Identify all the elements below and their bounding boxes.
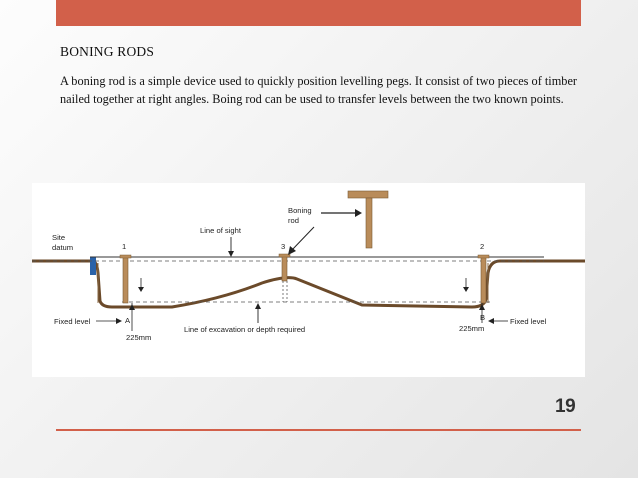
label-peg-3: 3 — [281, 242, 285, 251]
label-fixed-level-right: Fixed level — [510, 317, 547, 326]
peg-1 — [122, 256, 129, 304]
label-point-b: B — [480, 313, 485, 322]
label-boning-rod-2: rod — [288, 216, 299, 225]
boning-rod-icon — [347, 190, 389, 249]
label-peg-1: 1 — [122, 242, 126, 251]
label-line-of-excavation: Line of excavation or depth required — [184, 325, 305, 334]
label-depth-right: 225mm — [459, 324, 484, 333]
boning-rod-diagram: Boning rod Line of sight Site datum 1 3 … — [32, 183, 585, 377]
label-site-datum-2: datum — [52, 243, 73, 252]
peg-2 — [480, 256, 487, 304]
ground-profile — [32, 259, 585, 309]
site-datum-marker — [90, 257, 96, 275]
label-site-datum-1: Site — [52, 233, 65, 242]
label-line-of-sight: Line of sight — [200, 226, 242, 235]
peg-3 — [281, 254, 288, 282]
bottom-accent-rule — [56, 429, 581, 431]
top-accent-bar — [56, 0, 581, 26]
label-fixed-level-left: Fixed level — [54, 317, 91, 326]
page-number: 19 — [555, 396, 576, 417]
label-point-a: A — [125, 316, 131, 325]
slide-paragraph: A boning rod is a simple device used to … — [60, 74, 577, 106]
slide-heading: BONING RODS — [60, 44, 155, 59]
label-depth-left: 225mm — [126, 333, 151, 342]
label-peg-2: 2 — [480, 242, 484, 251]
label-boning-rod-1: Boning — [288, 206, 312, 215]
